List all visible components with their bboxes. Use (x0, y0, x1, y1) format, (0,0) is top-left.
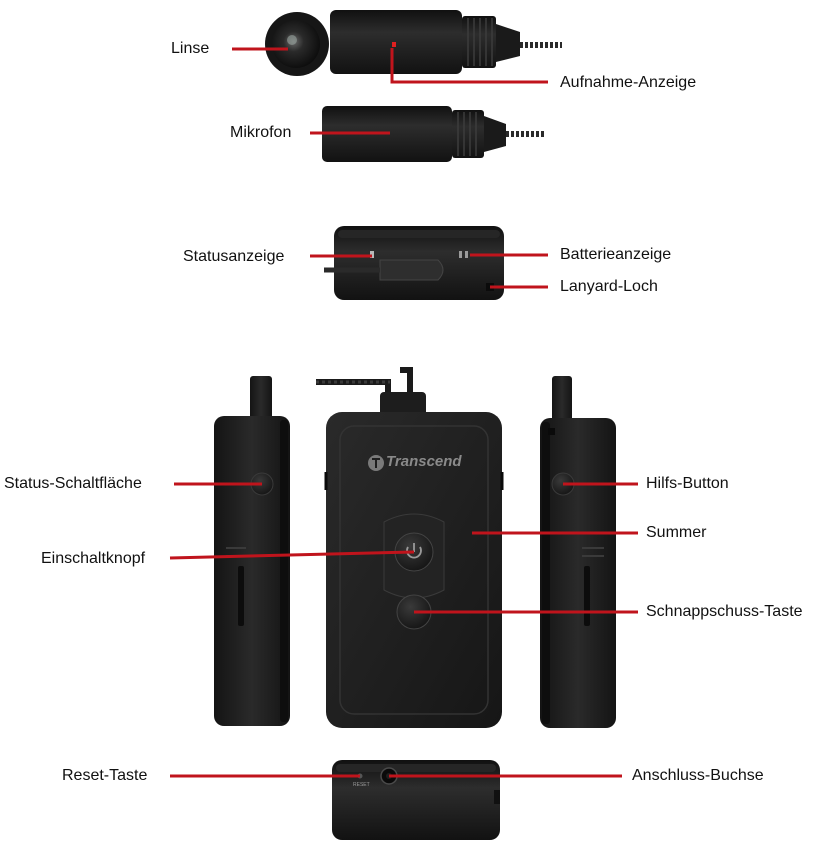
left-side-slot (238, 566, 244, 626)
main-unit-top-view (324, 226, 504, 300)
main-unit-left-side (214, 376, 290, 726)
label-connector-jack: Anschluss-Buchse (632, 767, 764, 784)
label-buzzer: Summer (646, 524, 707, 541)
left-side-body (214, 416, 290, 726)
main-unit-front (316, 367, 504, 728)
mic-ribbed-collar (452, 110, 484, 158)
right-side-lanyard-hole (548, 428, 555, 435)
main-unit-right-side (540, 376, 616, 728)
top-view-connector (379, 259, 444, 281)
mic-rib-lines (457, 112, 477, 156)
label-battery-indicator: Batterieanzeige (560, 246, 672, 263)
battery-led-2 (465, 251, 468, 258)
right-side-slot (584, 566, 590, 626)
battery-led-1 (459, 251, 462, 258)
bottom-view-edge (336, 764, 496, 772)
right-side-cable-stub (552, 376, 572, 422)
camera-ribbed-collar (462, 16, 496, 68)
label-power-button: Einschaltknopf (41, 550, 146, 567)
label-lens: Linse (171, 40, 210, 57)
transcend-logo-mark (372, 458, 380, 468)
label-status-button: Status-Schaltfläche (4, 475, 142, 492)
label-reset-button: Reset-Taste (62, 767, 148, 784)
reset-marking: RESET (353, 782, 370, 788)
power-symbol-icon (406, 546, 422, 559)
lens-icon (272, 20, 320, 68)
label-help-button: Hilfs-Button (646, 475, 729, 492)
right-side-edge (542, 422, 550, 724)
label-lanyard-hole: Lanyard-Loch (560, 278, 658, 295)
top-view-edge (338, 230, 500, 238)
mic-cable-strain-relief (484, 116, 506, 152)
leader-recording-indicator (390, 48, 548, 84)
front-bezel (339, 425, 489, 715)
label-snapshot-button: Schnappschuss-Taste (646, 603, 803, 620)
lens-glint (287, 35, 297, 45)
right-side-body (540, 418, 616, 728)
main-unit-bottom-view (332, 760, 500, 840)
bottom-view-body (332, 760, 500, 840)
camera-rib-lines (467, 18, 493, 66)
leader-lines (169, 47, 638, 778)
recording-led (392, 42, 396, 47)
label-recording-indicator: Aufnahme-Anzeige (560, 74, 697, 91)
left-side-edge (280, 420, 288, 722)
brand-logo-text: Transcend (386, 453, 462, 470)
bottom-view-side-notch (494, 790, 500, 804)
label-status-indicator: Statusanzeige (183, 248, 285, 265)
camera-head (265, 10, 562, 76)
left-side-cable-stub (250, 376, 272, 420)
camera-cable-strain-relief (496, 24, 520, 62)
front-cable-plug (380, 392, 426, 416)
leader-power-button (169, 550, 415, 560)
label-microphone: Mikrofon (230, 124, 292, 141)
